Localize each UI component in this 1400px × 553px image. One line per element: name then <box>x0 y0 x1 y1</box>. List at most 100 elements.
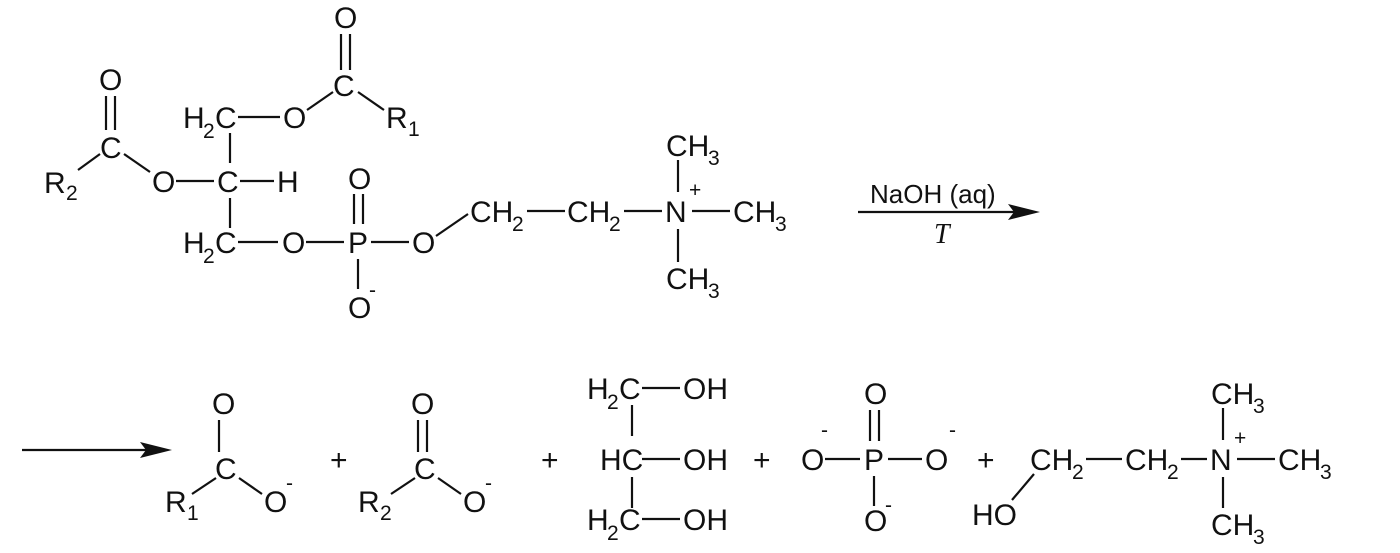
charge-minus: - <box>949 419 956 442</box>
product-glycerol: H 2 C OH HC OH H 2 C OH <box>587 373 728 545</box>
bond <box>1011 473 1035 501</box>
atom-c: C <box>217 166 239 199</box>
subscript-2: 2 <box>609 213 621 236</box>
bond <box>77 153 101 171</box>
atom-oh: OH <box>683 444 728 477</box>
atom-o: O <box>411 388 434 421</box>
plus-sign: + <box>541 444 559 477</box>
atom-ch: CH <box>666 263 709 296</box>
atom-c: C <box>215 227 237 260</box>
atom-ho: HO <box>972 499 1017 532</box>
subscript-2: 2 <box>1072 461 1084 484</box>
subscript-2: 2 <box>380 502 392 525</box>
atom-o: O <box>212 388 235 421</box>
atom-h: H <box>587 373 609 406</box>
subscript-1: 1 <box>408 118 420 141</box>
atom-c: C <box>215 102 237 135</box>
atom-oh: OH <box>683 504 728 537</box>
subscript-3: 3 <box>775 213 787 236</box>
atom-o: O <box>282 227 305 260</box>
atom-r: R <box>44 167 66 200</box>
bond <box>238 477 263 495</box>
atom-o: O <box>334 2 357 35</box>
atom-o: O <box>264 486 287 519</box>
bond <box>437 477 462 495</box>
subscript-2: 2 <box>607 522 619 545</box>
atom-h: H <box>587 504 609 537</box>
charge-plus: + <box>1234 427 1246 450</box>
atom-c: C <box>619 373 641 406</box>
atom-h: H <box>183 227 205 260</box>
bond <box>357 91 385 111</box>
atom-ch: CH <box>666 130 709 163</box>
charge-minus: - <box>485 472 492 495</box>
subscript-2: 2 <box>66 182 78 205</box>
atom-hc: HC <box>600 444 643 477</box>
atom-ch: CH <box>1211 378 1254 411</box>
atom-h: H <box>277 166 299 199</box>
atom-n: N <box>665 196 687 229</box>
atom-ch: CH <box>1278 444 1321 477</box>
subscript-3: 3 <box>708 147 720 170</box>
atom-o: O <box>864 505 887 538</box>
charge-plus: + <box>689 179 701 202</box>
atom-o: O <box>99 64 122 97</box>
subscript-2: 2 <box>607 391 619 414</box>
continuation-arrow <box>22 442 172 458</box>
bond <box>123 153 151 173</box>
charge-minus: - <box>885 494 892 517</box>
atom-o: O <box>864 378 887 411</box>
atom-o: O <box>925 444 948 477</box>
atom-ch: CH <box>1125 444 1168 477</box>
atom-o: O <box>463 486 486 519</box>
subscript-3: 3 <box>1320 461 1332 484</box>
plus-sign: + <box>330 444 348 477</box>
atom-h: H <box>183 102 205 135</box>
reagent-label: NaOH (aq) <box>870 179 996 209</box>
atom-c: C <box>100 132 122 165</box>
atom-p: P <box>864 444 884 477</box>
charge-minus: - <box>821 419 828 442</box>
atom-r: R <box>165 486 187 519</box>
reaction-arrow: NaOH (aq) T <box>858 179 1040 250</box>
product-carboxylate-r2: O C R 2 O - <box>358 388 492 525</box>
atom-p: P <box>348 227 368 260</box>
plus-sign: + <box>753 444 771 477</box>
subscript-2: 2 <box>203 120 215 143</box>
product-choline: HO CH 2 CH 2 N + CH 3 CH 3 CH 3 <box>972 378 1332 549</box>
product-phosphate: - O P O O - O - <box>801 378 956 538</box>
atom-c: C <box>414 453 436 486</box>
bond <box>390 477 416 495</box>
arrow-head <box>140 442 172 458</box>
atom-o: O <box>801 444 824 477</box>
atom-o: O <box>152 166 175 199</box>
plus-sign: + <box>977 444 995 477</box>
reactant-phosphatidylcholine: H 2 C O C O R 1 O C R 2 O C H H 2 C O <box>44 2 787 325</box>
charge-minus: - <box>369 279 376 302</box>
subscript-3: 3 <box>708 280 720 303</box>
subscript-2: 2 <box>203 245 215 268</box>
atom-oh: OH <box>683 373 728 406</box>
product-carboxylate-r1: O C R 1 O - <box>165 388 293 525</box>
bond <box>191 477 217 495</box>
charge-minus: - <box>286 472 293 495</box>
atom-o: O <box>283 102 306 135</box>
condition-label: T <box>934 219 952 250</box>
atom-c: C <box>619 504 641 537</box>
atom-ch: CH <box>1211 509 1254 542</box>
atom-o: O <box>348 163 371 196</box>
subscript-3: 3 <box>1253 526 1265 549</box>
atom-c: C <box>215 453 237 486</box>
atom-ch: CH <box>470 196 513 229</box>
subscript-1: 1 <box>187 502 199 525</box>
atom-o: O <box>348 292 371 325</box>
bond <box>435 213 469 237</box>
atom-ch: CH <box>1030 444 1073 477</box>
atom-o: O <box>412 227 435 260</box>
atom-ch: CH <box>733 196 776 229</box>
subscript-2: 2 <box>512 213 524 236</box>
atom-c: C <box>333 70 355 103</box>
atom-r: R <box>358 486 380 519</box>
atom-n: N <box>1210 444 1232 477</box>
